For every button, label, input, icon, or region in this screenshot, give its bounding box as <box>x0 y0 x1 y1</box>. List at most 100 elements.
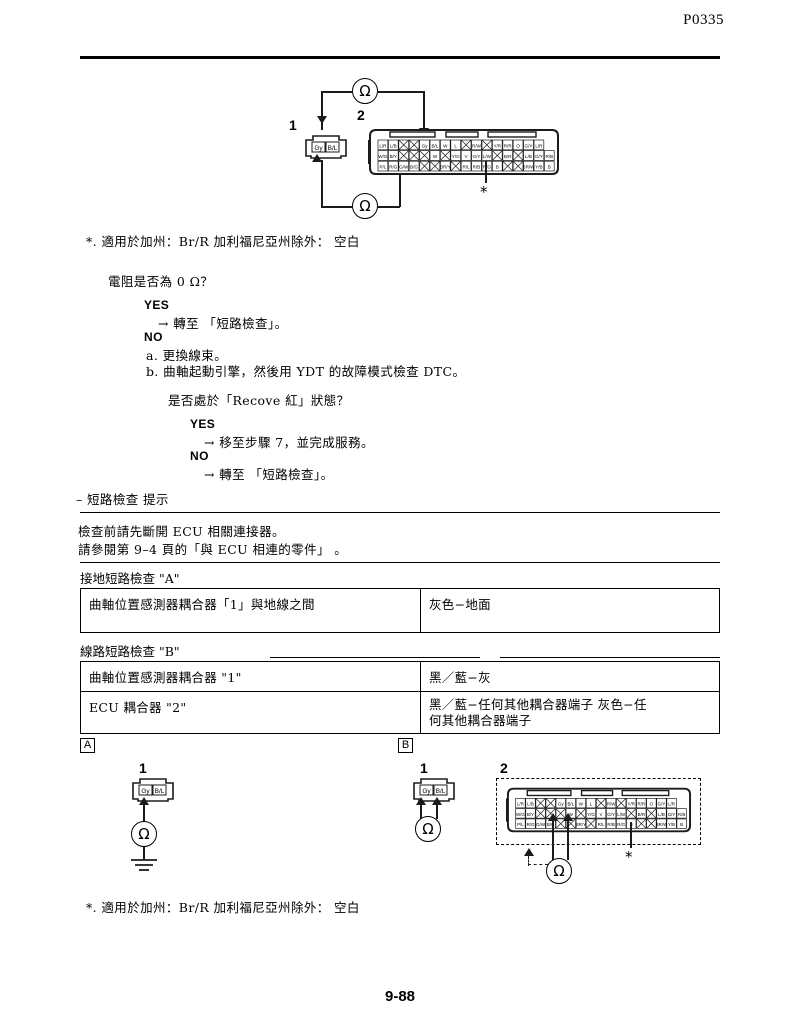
wire-upper-right-horizontal <box>378 91 424 93</box>
wire-upper-right-vertical <box>423 91 425 133</box>
svg-text:Gy: Gy <box>558 802 564 807</box>
diagram-b-wire-ecu-2 <box>567 820 569 860</box>
branch2-yes-label: YES <box>190 417 216 431</box>
diagram-b-arrow-ecu-1 <box>548 813 558 821</box>
connector2-label-top: 2 <box>357 107 365 123</box>
branch1-yes-text: → 轉至 「短路檢查」。 <box>158 316 288 331</box>
ohm-meter-upper: Ω <box>352 78 378 104</box>
svg-text:R/B: R/B <box>678 812 685 817</box>
page-number: 9-88 <box>384 988 416 1005</box>
diagram-b-connector1-label: 1 <box>420 760 428 776</box>
branch1-yes-label: YES <box>144 298 170 312</box>
svg-text:L/B: L/B <box>527 802 534 807</box>
svg-text:B/L: B/L <box>567 802 574 807</box>
top-circuit-diagram: Ω 2 1 Gy B/L Ω <box>280 78 580 223</box>
svg-text:L/B: L/B <box>525 154 532 159</box>
table-row: ECU 耦合器 "2" 黑／藍−任何其他耦合器端子 灰色−任 何其他耦合器端子 <box>80 690 720 735</box>
diagram-a-connector-label: 1 <box>139 760 147 776</box>
svg-text:R/G: R/G <box>527 822 535 827</box>
svg-text:Y/B: Y/B <box>668 822 675 827</box>
svg-text:L/R: L/R <box>535 143 543 148</box>
section-label-a: A <box>80 738 95 753</box>
svg-text:G/Y: G/Y <box>525 143 533 148</box>
ground-icon <box>128 858 160 879</box>
table-b: 曲軸位置感測器耦合器 "1" 黑／藍−灰 ECU 耦合器 "2" 黑／藍−任何其… <box>80 661 720 735</box>
note-star-bottom: *. 適用於加州：Br/R 加利福尼亞州除外： 空白 <box>86 900 360 915</box>
diagram-b-arrow-ecu-2 <box>563 813 573 821</box>
branch1-no-step-b: b. 曲軸起動引擎，然後用 YDT 的故障模式檢查 DTC。 <box>146 364 466 379</box>
hint-line-2: 請參閱第 9–4 頁的「與 ECU 相連的零件」 。 <box>78 542 348 557</box>
hint-rule <box>80 512 720 514</box>
branch2-no-label: NO <box>190 449 209 463</box>
svg-text:BR/Y: BR/Y <box>440 165 451 170</box>
table-b-rule-seg2 <box>500 657 720 659</box>
diagram-a-sensor-connector: Gy B/L <box>130 777 176 803</box>
wire-upper-left-vertical <box>321 92 323 130</box>
question-main: 電阻是否為 0 Ω？ <box>108 274 214 289</box>
svg-text:R/W: R/W <box>607 802 616 807</box>
table-a-cell-left: 曲軸位置感測器耦合器「1」與地線之間 <box>80 588 421 633</box>
diagram-b-dashed-connector-h <box>528 864 548 865</box>
svg-text:R/L: R/L <box>598 822 605 827</box>
diagram-b-arrow-dashed <box>524 848 534 856</box>
svg-text:B/Y: B/Y <box>390 154 397 159</box>
svg-text:B/L: B/L <box>431 143 438 148</box>
svg-text:R/W: R/W <box>472 143 482 148</box>
svg-text:B/G: B/G <box>410 165 418 170</box>
table-a-top-rule <box>80 562 720 564</box>
branch1-no-label: NO <box>144 330 163 344</box>
table-b-cell-left-2: ECU 耦合器 "2" <box>80 690 421 735</box>
svg-text:W/G: W/G <box>378 154 388 159</box>
svg-text:Y/R: Y/R <box>628 802 635 807</box>
arrow-into-sensor-upper <box>317 116 327 124</box>
question-recover: 是否處於「Recove 紅」狀態？ <box>168 393 350 408</box>
connector1-label-top: 1 <box>289 117 297 133</box>
svg-text:G/Y: G/Y <box>473 154 481 159</box>
table-a: 曲軸位置感測器耦合器「1」與地線之間 灰色−地面 <box>80 588 720 633</box>
dtc-code: P0335 <box>683 12 724 28</box>
svg-text:P/L: P/L <box>517 822 524 827</box>
note-star-top: *. 適用於加州：Br/R 加利福尼亞州除外： 空白 <box>86 234 360 249</box>
sensor-connector-top: Gy B/L <box>303 134 349 160</box>
svg-text:L: L <box>590 802 593 807</box>
svg-text:B: B <box>680 822 683 827</box>
svg-text:W: W <box>579 802 584 807</box>
svg-text:Y/R: Y/R <box>493 143 501 148</box>
svg-text:W: W <box>443 143 448 148</box>
hint-line-1: 檢查前請先斷開 ECU 相關連接器。 <box>78 524 285 539</box>
svg-text:L/R: L/R <box>517 802 524 807</box>
diagram-b-arrow-left <box>416 797 426 805</box>
hint-heading: – 短路檢查 提示 <box>76 492 169 507</box>
diagram-a: 1 Gy B/L Ω <box>120 760 240 871</box>
svg-text:B: B <box>548 165 551 170</box>
svg-text:BR/W: BR/W <box>656 822 668 827</box>
svg-text:R/G: R/G <box>617 822 625 827</box>
star-pointer-line-top <box>485 161 487 183</box>
svg-text:W/G: W/G <box>516 812 525 817</box>
table-b-rule-seg1 <box>270 657 480 659</box>
diagram-a-wire-upper <box>143 805 145 822</box>
diagram-b-ohm-meter-1: Ω <box>415 816 441 842</box>
svg-text:L: L <box>454 143 457 148</box>
svg-text:Gy: Gy <box>422 788 431 795</box>
section-label-b: B <box>398 738 413 753</box>
diagram-a-wire-lower <box>143 847 145 859</box>
svg-text:B/Y: B/Y <box>527 812 534 817</box>
diagram-b-dashed-region <box>496 778 701 845</box>
diagram-b-wire-right <box>436 805 438 819</box>
header-rule <box>80 56 720 59</box>
diagram-a-arrow <box>139 797 149 805</box>
diagram-b-star-marker: * <box>625 848 633 866</box>
diagram-b-ohm-meter-2: Ω <box>546 858 572 884</box>
table-b-cell-left-1: 曲軸位置感測器耦合器 "1" <box>80 661 421 692</box>
svg-text:B/R: B/R <box>504 154 512 159</box>
branch2-no-text: → 轉至 「短路檢查」。 <box>204 467 334 482</box>
svg-text:BR/W: BR/W <box>523 165 536 170</box>
svg-text:L/W: L/W <box>483 154 492 159</box>
svg-text:P/L: P/L <box>379 165 386 170</box>
svg-text:Gy: Gy <box>314 145 323 152</box>
table-row: 曲軸位置感測器耦合器「1」與地線之間 灰色−地面 <box>80 588 720 633</box>
